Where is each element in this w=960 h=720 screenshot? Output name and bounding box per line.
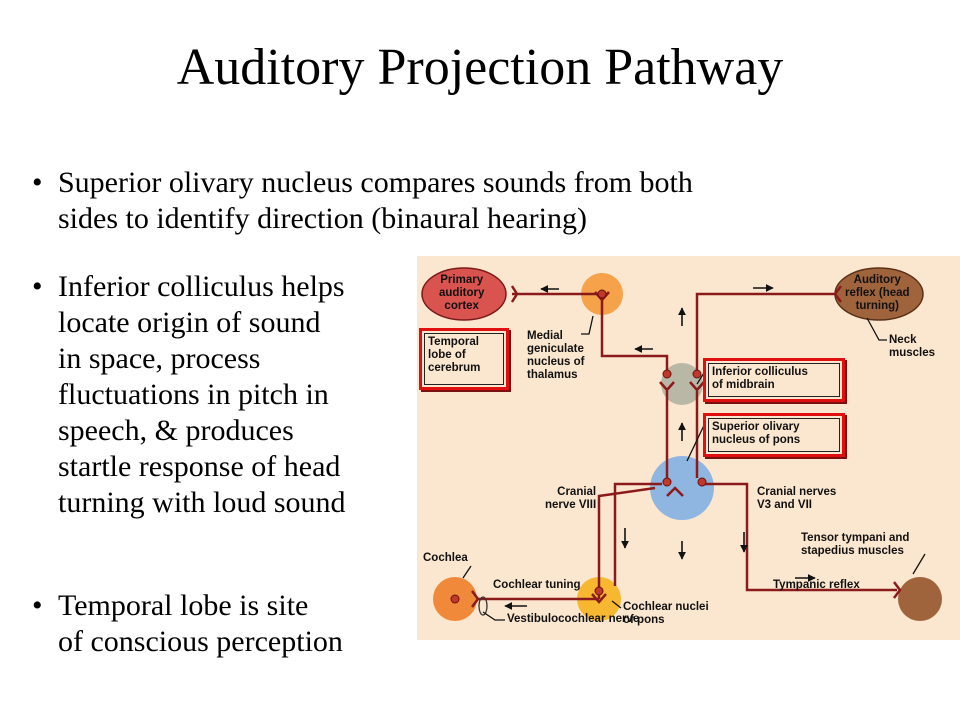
nerve-ganglion: [478, 596, 488, 616]
bullet-line: sides to identify direction (binaural he…: [58, 202, 587, 235]
label-vestibulocochlear-nerve: Vestibulocochlear nerve: [507, 613, 640, 625]
synapse-marks: [450, 289, 707, 604]
label-cranial-nerves-v3-vii: Cranial nerves V3 and VII: [757, 486, 837, 511]
pons-node: [650, 456, 714, 520]
bullet-line: turning with loud sound: [58, 486, 346, 519]
muscle-node: [898, 577, 942, 621]
bullet-line: in space, process: [58, 342, 261, 375]
highlight-inferior-colliculus: Inferior colliculus of midbrain: [703, 358, 845, 402]
bullet-line: fluctuations in pitch in: [58, 378, 329, 411]
label-inferior-colliculus: Inferior colliculus of midbrain: [712, 366, 808, 391]
direction-arrows: [504, 284, 816, 610]
label-tensor-tympani: Tensor tympani and stapedius muscles: [801, 532, 910, 557]
slide-title: Auditory Projection Pathway: [176, 39, 784, 96]
bullet-line: speech, & produces: [58, 414, 294, 447]
label-cochlea: Cochlea: [423, 552, 468, 564]
auditory-pathway-diagram: Primary auditory cortex Auditory reflex …: [417, 256, 960, 640]
bullet-line: Temporal lobe is site: [58, 589, 309, 622]
label-auditory-reflex: Auditory reflex (head turning): [845, 274, 910, 312]
bullet-temporal-lobe: • Temporal lobe is site of conscious per…: [32, 588, 343, 660]
label-medial-geniculate: Medial geniculate nucleus of thalamus: [527, 330, 585, 381]
bullet-line: of conscious perception: [58, 625, 343, 658]
label-cranial-nerve-viii: Cranial nerve VIII: [545, 486, 597, 511]
label-tympanic-reflex: Tympanic reflex: [773, 579, 860, 591]
label-neck-muscles: Neck muscles: [889, 334, 936, 359]
pathway-graphics: [421, 267, 942, 621]
highlight-superior-olivary: Superior olivary nucleus of pons: [703, 413, 845, 457]
highlight-temporal-lobe: Temporal lobe of cerebrum: [419, 328, 509, 390]
bullet-line: Superior olivary nucleus compares sounds…: [58, 166, 693, 199]
bullet-line: locate origin of sound: [58, 306, 321, 339]
bullet-dot: •: [32, 166, 43, 199]
pathway-lines: [471, 285, 902, 608]
bullet-dot: •: [32, 270, 43, 303]
bullet-inferior-colliculus: • Inferior colliculus helps locate origi…: [32, 269, 346, 521]
bullet-superior-olivary: • Superior olivary nucleus compares soun…: [32, 165, 693, 237]
bullet-line: startle response of head: [58, 450, 341, 483]
bullet-line: Inferior colliculus helps: [58, 270, 345, 303]
label-cochlear-nuclei: Cochlear nuclei of pons: [623, 601, 709, 626]
label-temporal-lobe: Temporal lobe of cerebrum: [428, 336, 481, 374]
midbrain-node: [661, 363, 703, 405]
label-cochlear-tuning: Cochlear tuning: [493, 579, 581, 591]
label-superior-olivary: Superior olivary nucleus of pons: [712, 421, 801, 446]
label-primary-auditory-cortex: Primary auditory cortex: [439, 274, 485, 312]
bullet-dot: •: [32, 589, 43, 622]
primary-auditory-cortex-node: [421, 267, 507, 321]
